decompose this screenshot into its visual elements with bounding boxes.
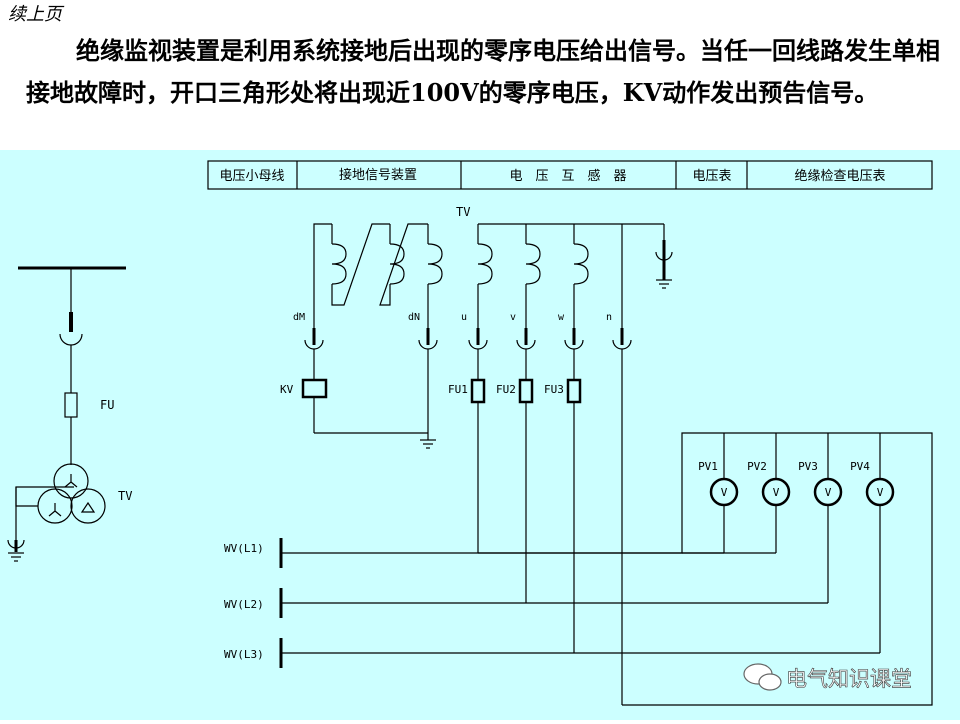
connector-sockets	[304, 328, 632, 350]
voltmeter-pv1	[709, 477, 739, 507]
fuse-fu1	[470, 378, 486, 404]
kv-relay-coil	[301, 378, 328, 399]
voltmeter-symbol-2: V	[773, 486, 780, 499]
voltmeter-label-pv4: PV4	[850, 460, 870, 473]
open-delta-coils	[313, 223, 443, 338]
voltmeter-symbol-1: V	[721, 486, 728, 499]
header-cell-vt: 电 压 互 感 器	[509, 168, 626, 184]
single-line-diagram	[7, 266, 126, 562]
transformer-secondary-delta	[70, 488, 106, 524]
voltmeter-label-pv1: PV1	[698, 460, 718, 473]
voltmeter-label-pv3: PV3	[798, 460, 818, 473]
tv-label: TV	[456, 205, 470, 219]
left-tv-label: TV	[118, 489, 132, 503]
fuse-label-fu2: FU2	[496, 383, 516, 396]
description-paragraph: 绝缘监视装置是利用系统接地后出现的零序电压给出信号。当任一回线路发生单相接地故障…	[26, 30, 946, 114]
terminal-dm: dM	[293, 312, 305, 323]
text-panel: 续上页 绝缘监视装置是利用系统接地后出现的零序电压给出信号。当任一回线路发生单相…	[0, 0, 960, 150]
voltmeter-pv2	[761, 477, 791, 507]
terminal-n: n	[606, 312, 612, 323]
voltage-buses	[279, 538, 880, 668]
kv-relay-circuit	[301, 349, 436, 449]
header-cell-insulation-voltmeter: 绝缘检查电压表	[794, 168, 885, 184]
terminal-u: u	[461, 312, 467, 323]
kv-label: KV	[280, 383, 294, 396]
diagram-svg: 电压小母线 接地信号装置 电 压 互 感 器 电压表 绝缘检查电压表 TV	[7, 160, 933, 706]
terminal-v: v	[510, 312, 516, 323]
voltmeter-symbol-4: V	[877, 486, 884, 499]
left-fu-label: FU	[100, 398, 114, 412]
fuse-fu-left	[64, 392, 78, 418]
voltmeter-circuit	[478, 432, 933, 706]
header-cell-voltmeter: 电压表	[692, 169, 731, 184]
header-cell-bus: 电压小母线	[219, 169, 284, 184]
phase-wires	[477, 349, 623, 705]
voltmeter-pv3	[813, 477, 843, 507]
fuse-label-fu1: FU1	[448, 383, 468, 396]
description-text: 绝缘监视装置是利用系统接地后出现的零序电压给出信号。当任一回线路发生单相接地故障…	[26, 36, 940, 107]
transformer-primary	[53, 463, 89, 499]
fuse-fu3	[566, 378, 582, 404]
voltmeter-label-pv2: PV2	[747, 460, 767, 473]
fuse-fu2	[518, 378, 534, 404]
bus-label-l1: WV(L1)	[224, 542, 264, 555]
header-table	[207, 160, 933, 190]
star-coils	[477, 223, 665, 338]
header-cell-ground-signal: 接地信号装置	[339, 167, 417, 183]
bus-label-l2: WV(L2)	[224, 598, 264, 611]
terminal-w: w	[558, 312, 565, 323]
terminal-dn: dN	[408, 312, 420, 323]
continued-label: 续上页	[8, 4, 62, 25]
voltmeter-pv4	[865, 477, 895, 507]
voltmeter-symbol-3: V	[825, 486, 832, 499]
fuse-label-fu3: FU3	[544, 383, 564, 396]
ground-icon-tv	[655, 240, 673, 289]
wechat-icon	[743, 663, 782, 691]
watermark-text: 电气知识课堂	[786, 667, 912, 691]
wiring-diagram: 电压小母线 接地信号装置 电 压 互 感 器 电压表 绝缘检查电压表 TV	[0, 150, 960, 720]
bus-label-l3: WV(L3)	[224, 648, 264, 661]
fuses	[470, 349, 582, 404]
